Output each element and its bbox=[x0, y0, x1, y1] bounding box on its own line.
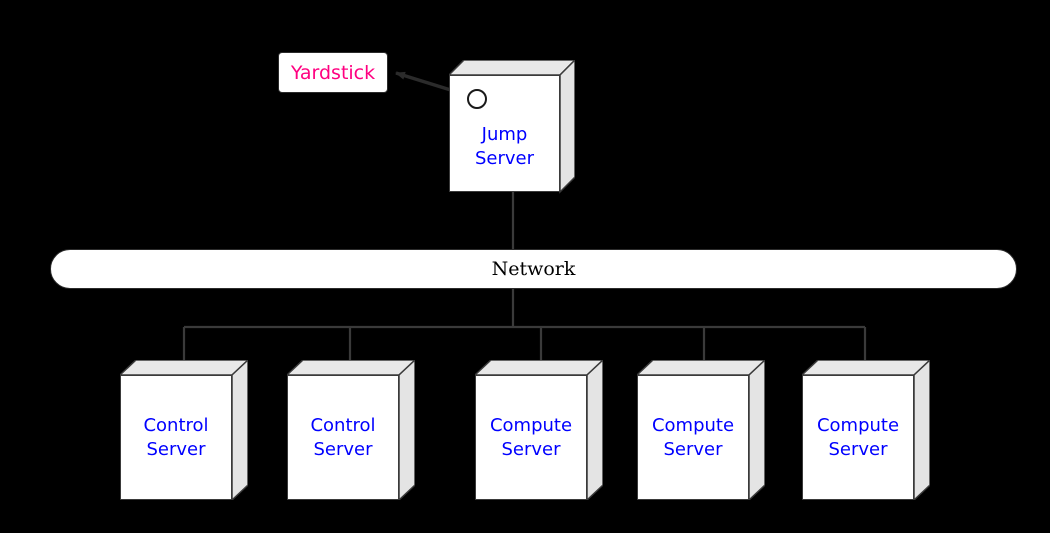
node-control-server-1[interactable]: Control Server bbox=[120, 360, 248, 500]
jump-server-front-face: Jump Server bbox=[449, 75, 560, 192]
node-label-line1: Control bbox=[143, 415, 209, 437]
jump-server-node[interactable]: Jump Server bbox=[449, 60, 575, 207]
node-label-line1: Compute bbox=[651, 415, 735, 437]
network-bar[interactable]: Network bbox=[50, 249, 1017, 289]
yardstick-label-box[interactable]: Yardstick bbox=[278, 52, 388, 93]
node-compute-server-3[interactable]: Compute Server bbox=[802, 360, 930, 500]
node-label-line2: Server bbox=[501, 438, 561, 460]
node-label-line1: Compute bbox=[816, 415, 900, 437]
node-label-line1: Compute bbox=[489, 415, 573, 437]
network-label: Network bbox=[491, 258, 576, 280]
node-compute-server-2[interactable]: Compute Server bbox=[637, 360, 765, 500]
node-front-face: Compute Server bbox=[637, 375, 749, 500]
node-front-face: Control Server bbox=[287, 375, 399, 500]
interface-circle-icon[interactable] bbox=[467, 89, 487, 109]
node-front-face: Compute Server bbox=[802, 375, 914, 500]
node-label-line2: Server bbox=[313, 438, 373, 460]
node-top-face bbox=[475, 360, 603, 500]
node-control-server-2[interactable]: Control Server bbox=[287, 360, 415, 500]
node-front-face: Compute Server bbox=[475, 375, 587, 500]
node-label-line1: Control bbox=[310, 415, 376, 437]
node-label-line2: Server bbox=[663, 438, 723, 460]
node-compute-server-1[interactable]: Compute Server bbox=[475, 360, 603, 500]
jump-server-label-line2: Server bbox=[474, 147, 535, 169]
node-label-line2: Server bbox=[828, 438, 888, 460]
jump-server-label-line1: Jump bbox=[481, 124, 528, 146]
yardstick-label: Yardstick bbox=[290, 61, 376, 84]
node-top-face bbox=[287, 360, 415, 500]
node-label-line2: Server bbox=[146, 438, 206, 460]
node-top-face bbox=[637, 360, 765, 500]
node-front-face: Control Server bbox=[120, 375, 232, 500]
